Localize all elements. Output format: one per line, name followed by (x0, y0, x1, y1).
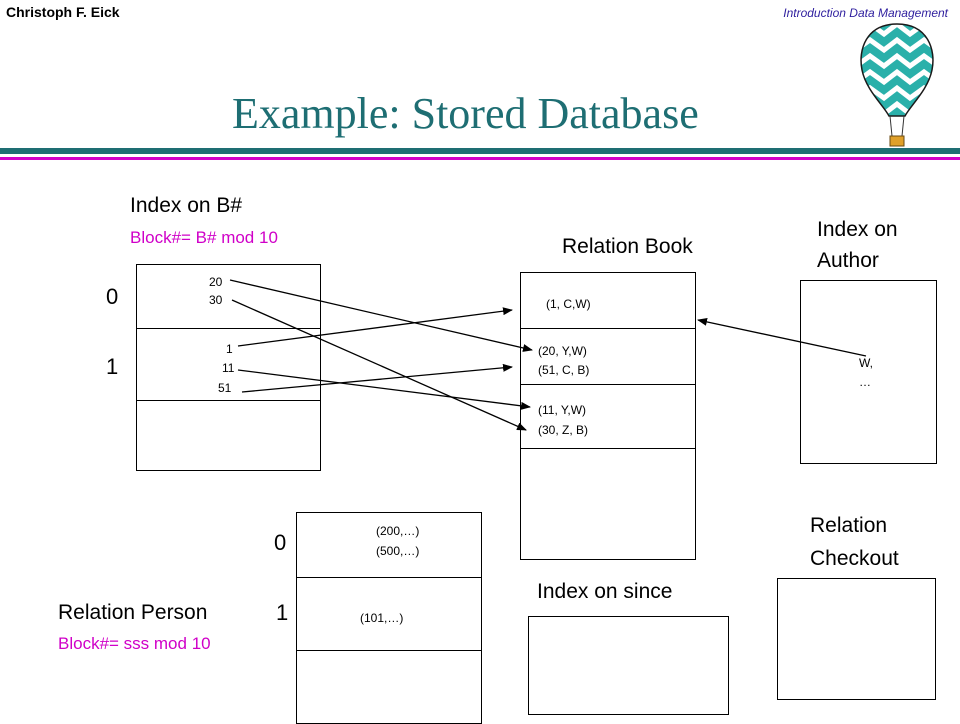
title-divider-teal (0, 148, 960, 154)
author-name: Christoph F. Eick (6, 4, 120, 20)
bucket-divider (137, 400, 320, 401)
person-bucket-0-label: 0 (274, 530, 287, 555)
index-bnum-entry-1: 1 (226, 342, 233, 356)
block-divider (521, 328, 695, 329)
index-bnum-formula: Block#= B# mod 10 (130, 228, 278, 247)
index-bnum-entry-51: 51 (218, 381, 232, 395)
index-since-box (528, 616, 729, 715)
book-record: (20, Y,W) (538, 344, 587, 358)
index-bnum-bucket-0-label: 0 (106, 284, 119, 309)
index-bnum-box (136, 264, 321, 471)
person-record: (200,…) (376, 524, 420, 538)
index-since-title: Index on since (537, 580, 673, 603)
index-bnum-entry-11: 11 (222, 361, 235, 375)
bucket-divider (297, 650, 481, 651)
index-bnum-title: Index on B# (130, 194, 243, 217)
hot-air-balloon-icon (860, 23, 934, 147)
index-author-entry: … (859, 375, 871, 389)
bucket-divider (297, 577, 481, 578)
book-record: (11, Y,W) (538, 403, 587, 417)
pointer-arrow-20 (229, 279, 533, 352)
relation-book-title: Relation Book (562, 235, 693, 258)
relation-person-box (296, 512, 482, 724)
relation-book-box (520, 272, 696, 560)
index-author-box (800, 280, 937, 464)
relation-person-title: Relation Person (58, 601, 208, 624)
person-record: (500,…) (376, 544, 420, 558)
book-record: (1, C,W) (546, 297, 591, 311)
pointer-arrow-author (697, 317, 867, 357)
index-bnum-entry-20: 20 (209, 275, 223, 289)
person-record: (101,…) (360, 611, 404, 625)
index-author-title-line1: Index on (817, 218, 898, 241)
relation-checkout-box (777, 578, 936, 700)
person-bucket-1-label: 1 (276, 600, 289, 625)
title-divider-magenta (0, 157, 960, 160)
relation-person-formula: Block#= sss mod 10 (58, 634, 211, 653)
pointer-arrow-30 (231, 299, 527, 431)
relation-checkout-title-line2: Checkout (810, 547, 899, 570)
pointer-arrow-1 (237, 307, 513, 347)
pointer-arrow-51 (241, 363, 513, 393)
index-author-title-line2: Author (817, 249, 879, 272)
relation-checkout-title-line1: Relation (810, 514, 888, 537)
pointer-arrow-11 (237, 369, 531, 410)
block-divider (521, 448, 695, 449)
index-bnum-bucket-1-label: 1 (106, 354, 119, 379)
block-divider (521, 384, 695, 385)
book-record: (51, C, B) (538, 363, 590, 377)
book-record: (30, Z, B) (538, 423, 589, 437)
index-author-entry: W, (859, 356, 873, 370)
bucket-divider (137, 328, 320, 329)
slide-title: Example: Stored Database (232, 89, 699, 138)
course-title: Introduction Data Management (783, 6, 948, 20)
index-bnum-entry-30: 30 (209, 293, 223, 307)
